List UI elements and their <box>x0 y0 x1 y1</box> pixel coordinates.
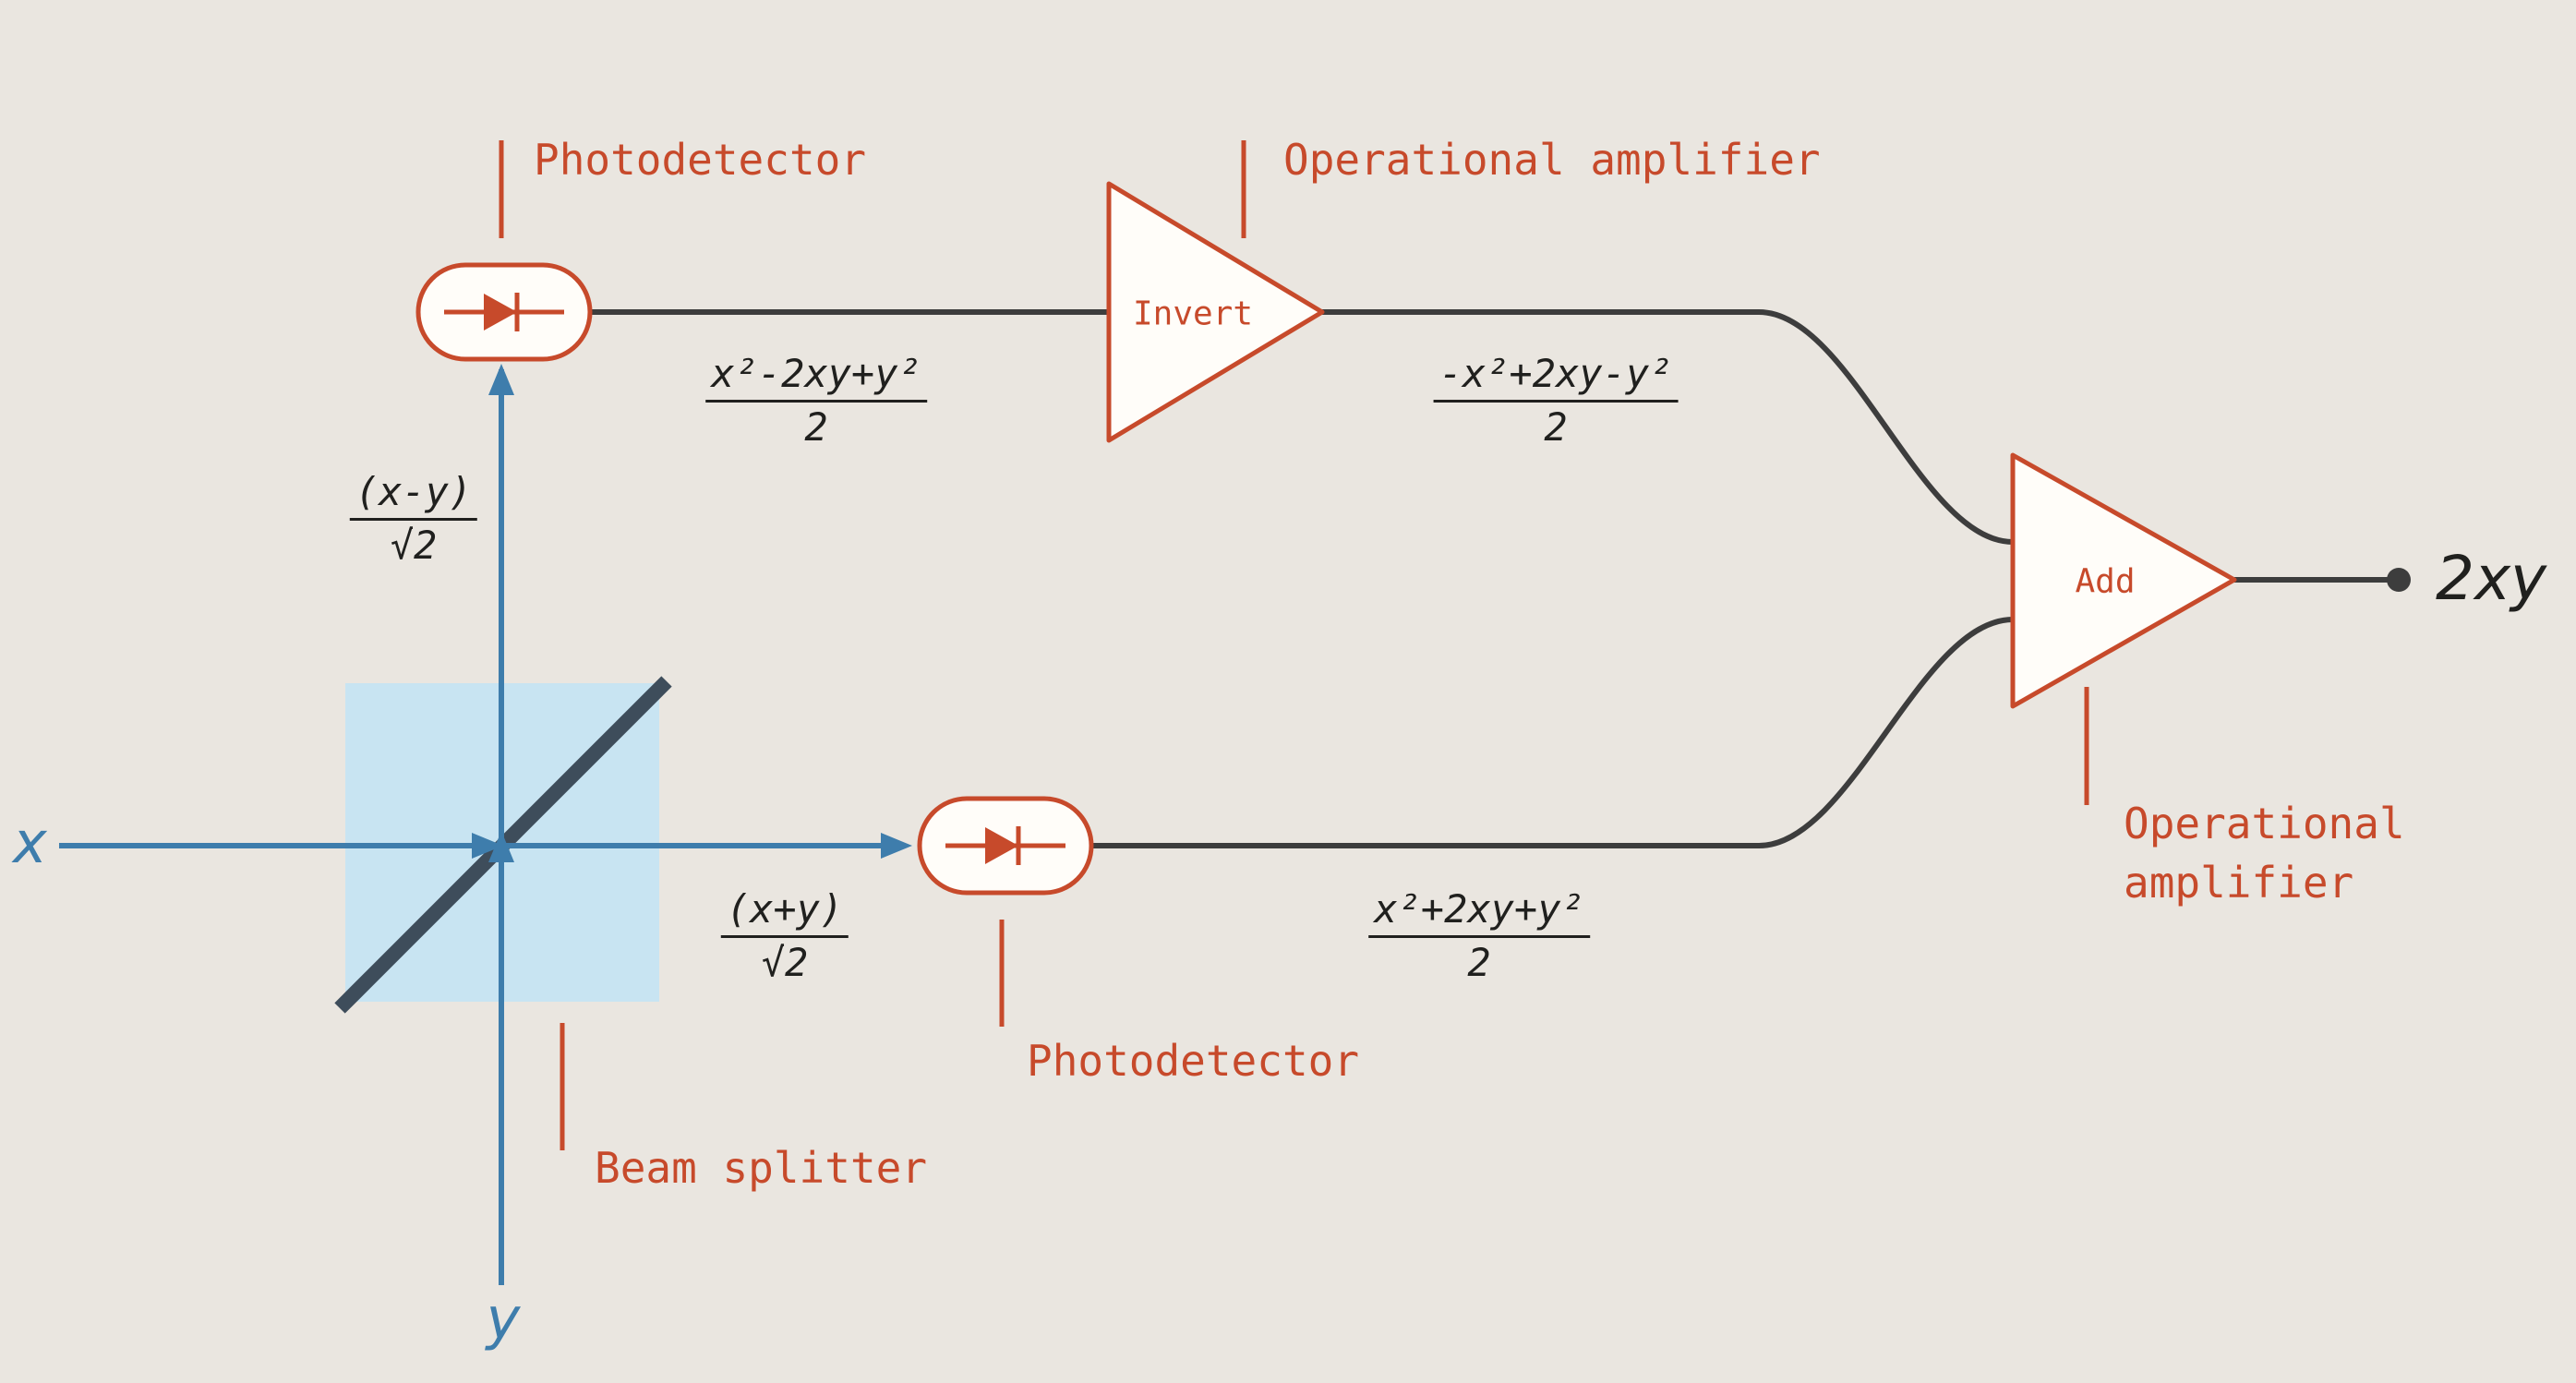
right-beam-denominator: √2 <box>761 940 809 986</box>
invert-amplifier <box>1106 181 1325 443</box>
arrowhead-right-photodetector <box>881 833 912 859</box>
add-amplifier <box>2010 452 2237 709</box>
output-terminal-dot <box>2387 568 2411 592</box>
arrowhead-y-center <box>488 831 514 862</box>
y-input-label: y <box>486 1284 521 1353</box>
signal-after-invert-denominator: 2 <box>1544 404 1568 451</box>
signal-bottom-denominator: 2 <box>1467 940 1491 986</box>
arrowhead-x-center <box>472 833 503 859</box>
op-amp-top-label: Operational amplifier <box>1283 135 1821 185</box>
arrowhead-top-photodetector <box>488 364 514 395</box>
add-amp-label: Add <box>2075 562 2136 601</box>
signal-before-invert-numerator: x²-2xy+y² <box>705 352 927 403</box>
wire-invert-to-add <box>1322 309 2014 545</box>
invert-amp-label: Invert <box>1132 295 1254 333</box>
signal-after-invert-formula: -x²+2xy-y² 2 <box>1433 352 1679 451</box>
op-amp-right-label-line1: Operational <box>2124 799 2405 848</box>
right-beam-numerator: (x+y) <box>720 887 849 939</box>
wire-photodetector-to-add <box>1091 617 2014 848</box>
op-amp-right-label-line2: amplifier <box>2124 858 2354 908</box>
up-beam-numerator: (x-y) <box>349 470 478 522</box>
up-beam-formula: (x-y) √2 <box>349 470 478 569</box>
up-beam-denominator: √2 <box>390 523 438 569</box>
output-label: 2xy <box>2436 543 2547 614</box>
diode-icon-bottom <box>945 826 1065 865</box>
diode-icon-top <box>444 293 564 331</box>
beam-splitter-label: Beam splitter <box>595 1143 928 1193</box>
signal-after-invert-numerator: -x²+2xy-y² <box>1433 352 1679 403</box>
signal-bottom-numerator: x²+2xy+y² <box>1368 887 1590 939</box>
photodetector-bottom-label: Photodetector <box>1027 1036 1360 1086</box>
signal-before-invert-denominator: 2 <box>804 404 828 451</box>
x-input-label: x <box>13 809 47 876</box>
op-amp-right-label: Operational amplifier <box>2124 794 2405 913</box>
right-beam-formula: (x+y) √2 <box>720 887 849 986</box>
photodetector-top-label: Photodetector <box>534 135 867 185</box>
signal-bottom-formula: x²+2xy+y² 2 <box>1368 887 1590 986</box>
signal-before-invert-formula: x²-2xy+y² 2 <box>705 352 927 451</box>
